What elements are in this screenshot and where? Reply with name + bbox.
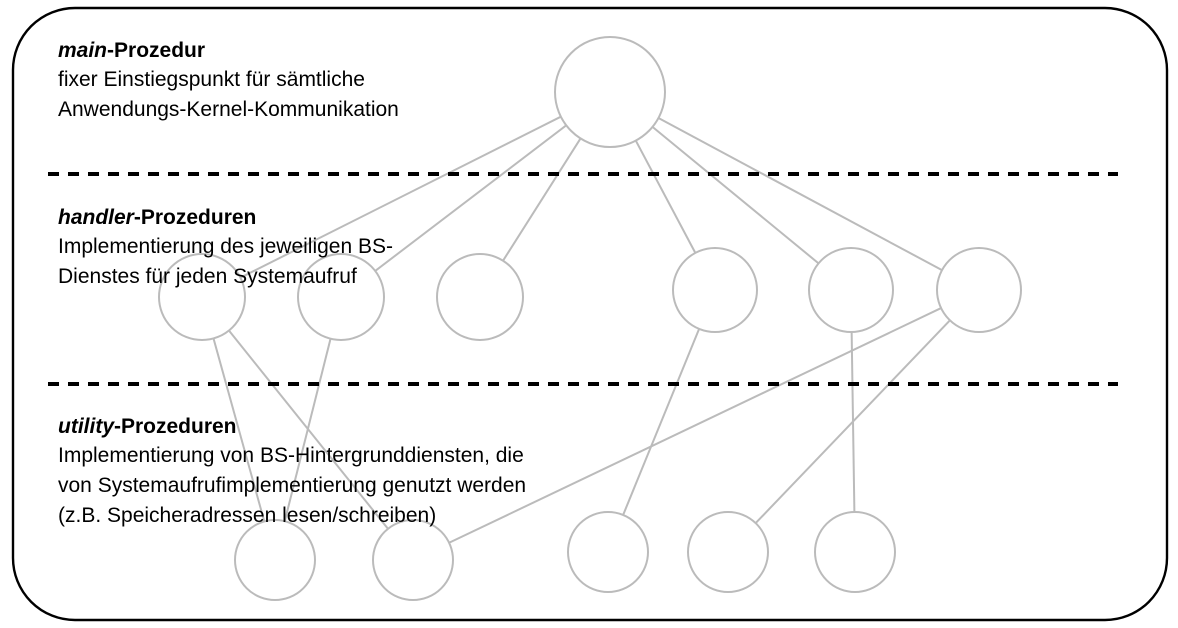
edge-layer [212, 115, 951, 544]
graph-edge-handler-2-to-utility-1 [283, 338, 332, 522]
graph-edge-handler-5-to-utility-5 [850, 331, 856, 513]
section-desc-main-line-1: fixer Einstiegspunkt für sämtliche [58, 68, 365, 91]
graph-edge-main-1-to-handler-3 [502, 137, 582, 262]
section-desc-handler-line-2: Dienstes für jeden Systemaufruf [58, 265, 357, 288]
section-keyword-handler: handler [58, 206, 134, 229]
graph-edge-handler-4-to-utility-3 [622, 328, 701, 516]
section-title-rest-handler: -Prozeduren [133, 206, 257, 229]
graph-node-handler-6 [936, 247, 1022, 333]
graph-node-utility-4 [687, 511, 769, 593]
section-desc-utility-line-2: von Systemaufrufimplementierung genutzt … [58, 474, 527, 497]
graph-edge-main-1-to-handler-1 [239, 115, 562, 279]
section-title-rest-utility: -Prozeduren [114, 415, 237, 438]
graph-node-utility-5 [814, 511, 896, 593]
section-title-main: main-Prozedur [58, 36, 399, 65]
section-title-handler: handler-Prozeduren [58, 203, 393, 232]
graph-edge-main-1-to-handler-5 [651, 126, 820, 265]
section-keyword-utility: utility [58, 415, 114, 438]
graph-edge-main-1-to-handler-2 [374, 124, 567, 272]
section-desc-main-line-2: Anwendungs-Kernel-Kommunikation [58, 98, 399, 121]
graph-edge-handler-1-to-utility-1 [212, 338, 266, 522]
section-desc-utility-line-3: (z.B. Speicheradressen lesen/schreiben) [58, 504, 437, 527]
graph-node-handler-3 [436, 253, 524, 341]
graph-node-main-1 [554, 36, 666, 148]
graph-node-handler-1 [158, 253, 246, 341]
graph-node-handler-4 [672, 247, 758, 333]
section-desc-utility-line-1: Implementierung von BS-Hintergrunddienst… [58, 444, 524, 467]
graph-edge-main-1-to-handler-6 [657, 117, 943, 272]
graph-node-utility-1 [234, 519, 316, 601]
graph-node-handler-2 [297, 253, 385, 341]
section-desc-handler-line-1: Implementierung des jeweiligen BS- [58, 235, 394, 258]
graph-edge-main-1-to-handler-4 [634, 140, 697, 254]
section-title-rest-main: -Prozedur [107, 39, 206, 62]
graph-node-handler-5 [808, 247, 894, 333]
section-label-handler: handler-Prozeduren Implementierung des j… [58, 203, 393, 292]
section-title-utility: utility-Prozeduren [58, 412, 526, 441]
section-label-utility: utility-Prozeduren Implementierung von B… [58, 412, 526, 531]
graph-node-utility-3 [567, 511, 649, 593]
node-layer [158, 36, 1022, 601]
graph-edge-handler-6-to-utility-2 [448, 307, 942, 544]
section-label-main: main-Prozedur fixer Einstiegspunkt für s… [58, 36, 399, 125]
graph-node-utility-2 [372, 519, 454, 601]
section-keyword-main: main [58, 39, 108, 62]
outer-rounded-border [11, 6, 1169, 622]
